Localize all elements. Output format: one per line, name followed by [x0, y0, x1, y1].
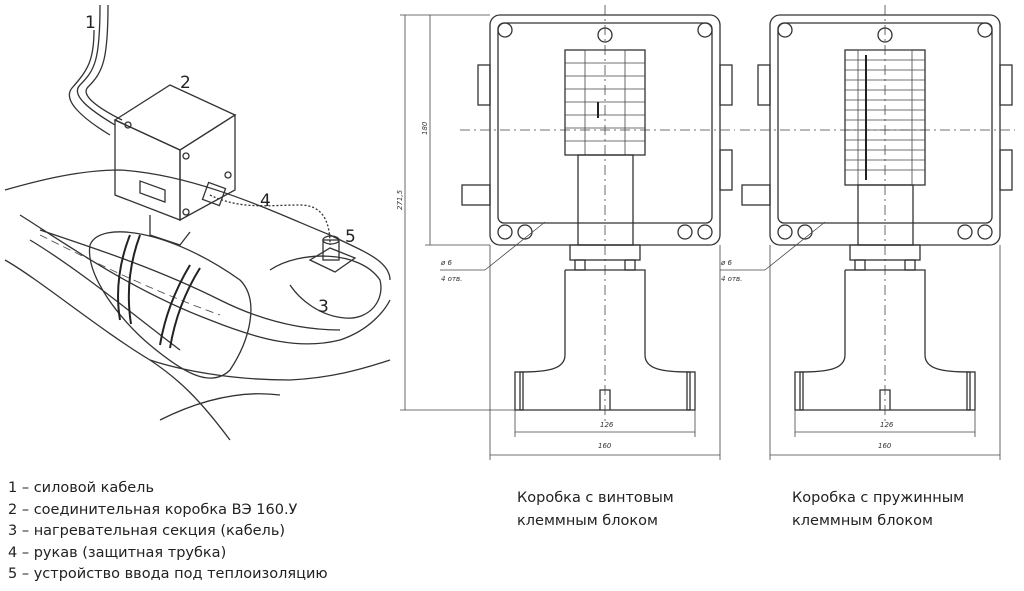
- junction-box: [113, 84, 237, 246]
- dim-flange-width: 126: [600, 421, 614, 429]
- hole-count-label: 4 отв.: [441, 275, 462, 283]
- installation-illustration: 1 2 3 4 5: [4, 4, 391, 441]
- dim-total-height: 271,5: [396, 189, 404, 210]
- legend-item: 1 – силовой кабель: [8, 480, 154, 496]
- screw-terminal-box-drawing: 271,5 180 ø 6 4 отв.: [396, 5, 735, 460]
- callout-3: 3: [318, 297, 329, 317]
- callout-2: 2: [180, 73, 191, 93]
- callout-1: 1: [85, 13, 96, 33]
- caption-line: Коробка с винтовым: [517, 490, 674, 506]
- callout-5: 5: [345, 227, 356, 247]
- power-cable: [76, 4, 116, 126]
- callout-4: 4: [260, 191, 271, 211]
- dim-flange-width-2: 126: [880, 421, 894, 429]
- legend: 1 – силовой кабель 2 – соединительная ко…: [8, 478, 328, 586]
- clamp-band: [117, 234, 131, 321]
- spring-terminal-box-drawing: ø 6 4 отв. 126 160: [720, 5, 1015, 460]
- hole-count-label-2: 4 отв.: [721, 275, 742, 283]
- caption-line: клеммным блоком: [517, 513, 658, 529]
- hole-diameter-label: ø 6: [440, 259, 453, 267]
- caption-spring-box: Коробка с пружинным клеммным блоком: [792, 487, 964, 533]
- dim-box-height: 180: [421, 121, 429, 135]
- legend-item: 4 – рукав (защитная трубка): [8, 544, 227, 561]
- dim-box-width: 160: [598, 442, 612, 450]
- pipe: [4, 169, 391, 281]
- legend-item: 2 – соединительная коробка ВЭ 160.У: [8, 501, 298, 518]
- heating-cable: [88, 231, 252, 379]
- entry-device: [308, 235, 357, 273]
- caption-screw-box: Коробка с винтовым клеммным блоком: [517, 487, 674, 533]
- legend-item: 5 – устройство ввода под теплоизоляцию: [8, 566, 328, 582]
- caption-line: Коробка с пружинным: [792, 490, 965, 506]
- caption-line: клеммным блоком: [792, 513, 933, 529]
- hole-diameter-label-2: ø 6: [720, 259, 733, 267]
- dim-box-width-2: 160: [878, 442, 892, 450]
- legend-item: 3 – нагревательная секция (кабель): [8, 523, 286, 539]
